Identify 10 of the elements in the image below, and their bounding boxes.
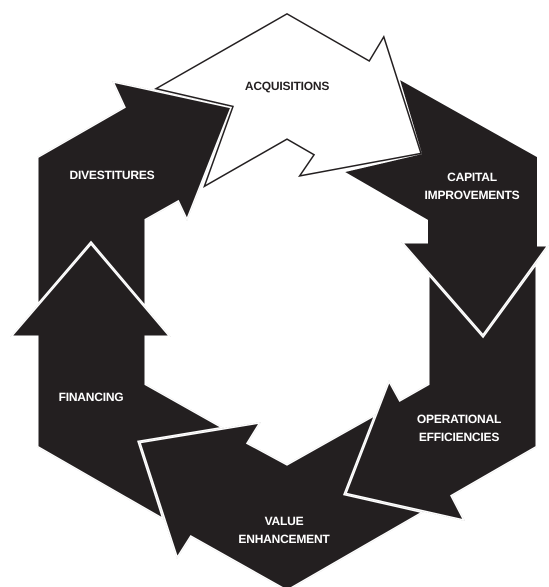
arrow-label: CAPITAL IMPROVEMENTS bbox=[424, 169, 520, 204]
arrow-label: DIVESTITURES bbox=[70, 167, 154, 184]
arrow-shape bbox=[345, 262, 537, 521]
arrow-shape bbox=[154, 13, 422, 188]
arrow-label: VALUE ENHANCEMENT bbox=[237, 513, 331, 548]
arrow-shape bbox=[345, 80, 549, 336]
arrow-label: OPERATIONAL EFFICIENCIES bbox=[416, 411, 502, 446]
arrow-label: FINANCING bbox=[58, 389, 124, 406]
arrow-shape bbox=[10, 243, 224, 520]
arrow-label: ACQUISITIONS bbox=[244, 78, 330, 95]
